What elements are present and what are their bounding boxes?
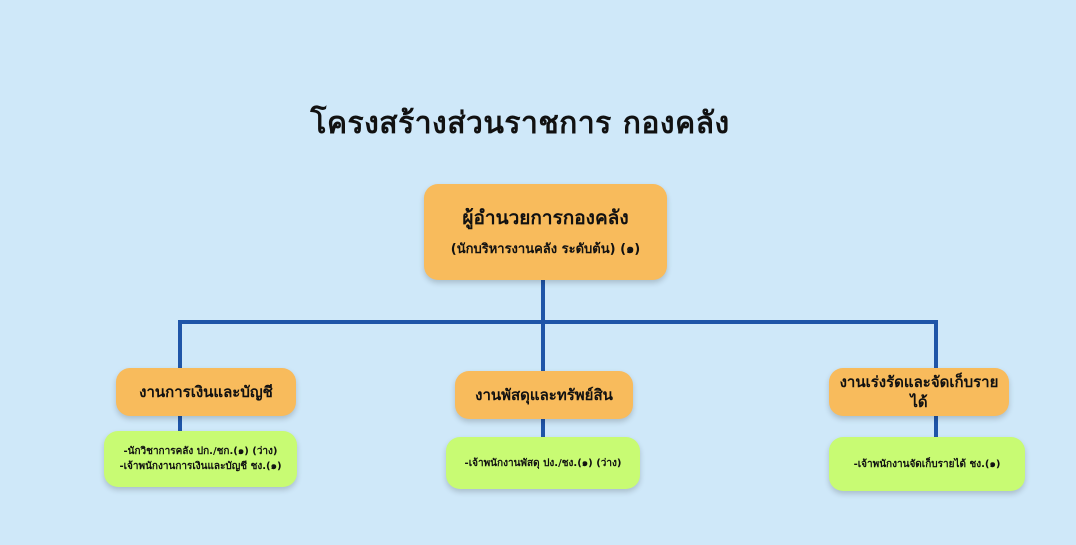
section-title: งานพัสดุและทรัพย์สิน bbox=[475, 386, 613, 404]
director-subtitle: (นักบริหารงานคลัง ระดับต้น) (๑) bbox=[450, 242, 641, 257]
staff-box-finance: -นักวิชาการคลัง ปก./ชก.(๑) (ว่าง) -เจ้าพ… bbox=[104, 431, 297, 487]
staff-box-revenue: -เจ้าพนักงานจัดเก็บรายได้ ชง.(๑) bbox=[829, 437, 1025, 491]
staff-box-supplies: -เจ้าพนักงานพัสดุ ปง./ชง.(๑) (ว่าง) bbox=[446, 437, 640, 489]
section-title: งานการเงินและบัญชี bbox=[139, 383, 273, 401]
staff-line: -เจ้าพนักงานการเงินและบัญชี ชง.(๑) bbox=[119, 461, 282, 472]
director-box: ผู้อำนวยการกองคลัง (นักบริหารงานคลัง ระด… bbox=[424, 184, 667, 280]
section-finance-accounting: งานการเงินและบัญชี bbox=[116, 368, 296, 416]
staff-line: -เจ้าพนักงานพัสดุ ปง./ชง.(๑) (ว่าง) bbox=[464, 457, 622, 469]
section-supplies-assets: งานพัสดุและทรัพย์สิน bbox=[455, 371, 633, 419]
staff-line: -เจ้าพนักงานจัดเก็บรายได้ ชง.(๑) bbox=[853, 458, 1001, 470]
director-title: ผู้อำนวยการกองคลัง bbox=[462, 207, 629, 229]
page-title: โครงสร้างส่วนราชการ กองคลัง bbox=[310, 106, 730, 141]
staff-line: -นักวิชาการคลัง ปก./ชก.(๑) (ว่าง) bbox=[123, 446, 278, 457]
section-revenue-collection: งานเร่งรัดและจัดเก็บรายได้ bbox=[829, 368, 1009, 416]
section-title: งานเร่งรัดและจัดเก็บรายได้ bbox=[839, 373, 999, 411]
